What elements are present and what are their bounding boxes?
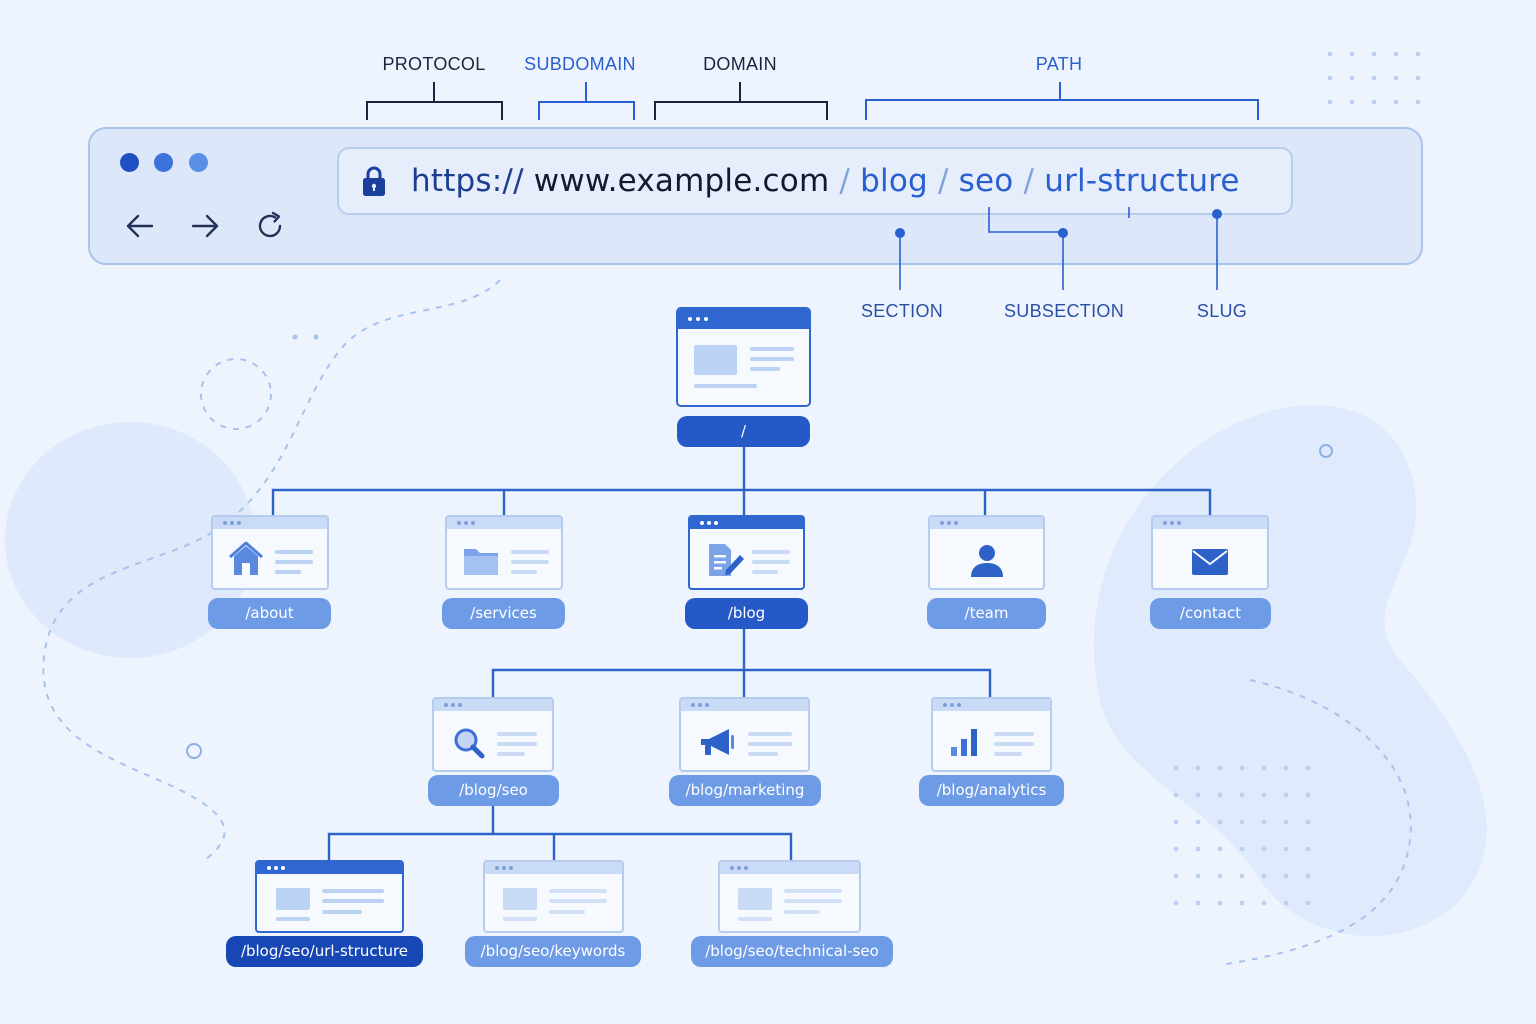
tree-node-blog-analytics-label[interactable]: /blog/analytics (919, 775, 1064, 806)
user-icon (971, 545, 1003, 577)
url-subsection: seo (958, 163, 1014, 199)
url-separator: / (937, 163, 949, 199)
url-text: https:// www.example.com / blog / seo / … (411, 161, 1240, 201)
bar-chart-icon (951, 729, 1034, 756)
label-domain: DOMAIN (703, 54, 777, 74)
url-section: blog (860, 163, 928, 199)
page-layout-icon (503, 888, 607, 921)
label-protocol: PROTOCOL (382, 54, 486, 74)
tree-node-root-label[interactable]: / (677, 416, 810, 447)
url-separator: / (839, 163, 851, 199)
tree-node-contact-card[interactable] (1151, 515, 1269, 590)
tree-node-url-structure-label[interactable]: /blog/seo/url-structure (226, 936, 423, 967)
page-layout-icon (276, 888, 384, 921)
url-part-brackets (366, 82, 1259, 120)
folder-icon (464, 549, 549, 575)
search-icon (454, 728, 537, 759)
tree-node-root-card[interactable] (676, 307, 811, 407)
tree-node-blog-marketing-label[interactable]: /blog/marketing (669, 775, 821, 806)
url-protocol: https:// (411, 163, 524, 199)
tree-node-technical-seo-label[interactable]: /blog/seo/technical-seo (691, 936, 893, 967)
tree-node-technical-seo-card[interactable] (718, 860, 861, 933)
label-subsection: SUBSECTION (1003, 301, 1125, 321)
url-slug: url-structure (1044, 163, 1240, 199)
tree-node-keywords-label[interactable]: /blog/seo/keywords (465, 936, 641, 967)
page-layout-icon (738, 888, 842, 921)
window-dot-maximize[interactable] (189, 153, 208, 172)
envelope-icon (1192, 549, 1228, 575)
label-path: PATH (1035, 54, 1083, 74)
arrow-left-icon[interactable] (123, 209, 157, 243)
tree-node-blog-card[interactable] (688, 515, 805, 590)
window-dot-close[interactable] (120, 153, 139, 172)
page-layout-icon (694, 345, 794, 388)
document-edit-icon (709, 544, 790, 576)
label-slug: SLUG (1196, 301, 1248, 321)
tree-node-blog-seo-label[interactable]: /blog/seo (428, 775, 559, 806)
megaphone-icon (701, 729, 792, 756)
tree-node-url-structure-card[interactable] (255, 860, 404, 933)
url-host: www.example.com (533, 163, 830, 199)
home-icon (229, 541, 313, 575)
tree-node-blog-seo-card[interactable] (432, 697, 554, 772)
tree-node-services-card[interactable] (445, 515, 563, 590)
label-subdomain: SUBDOMAIN (524, 54, 636, 74)
url-callouts (895, 207, 1222, 290)
tree-node-about-label[interactable]: /about (208, 598, 331, 629)
tree-node-services-label[interactable]: /services (442, 598, 565, 629)
tree-node-blog-label[interactable]: /blog (685, 598, 808, 629)
reload-icon[interactable] (253, 209, 287, 243)
url-separator: / (1023, 163, 1035, 199)
window-dot-minimize[interactable] (154, 153, 173, 172)
tree-node-team-label[interactable]: /team (927, 598, 1046, 629)
label-section: SECTION (860, 301, 944, 321)
tree-node-blog-analytics-card[interactable] (931, 697, 1052, 772)
tree-node-blog-marketing-card[interactable] (679, 697, 810, 772)
tree-node-team-card[interactable] (928, 515, 1045, 590)
tree-node-contact-label[interactable]: /contact (1150, 598, 1271, 629)
browser-window: https:// www.example.com / blog / seo / … (88, 127, 1423, 265)
tree-node-keywords-card[interactable] (483, 860, 624, 933)
arrow-right-icon[interactable] (188, 209, 222, 243)
tree-node-about-card[interactable] (211, 515, 329, 590)
lock-icon (363, 166, 385, 196)
address-bar[interactable]: https:// www.example.com / blog / seo / … (337, 147, 1293, 215)
